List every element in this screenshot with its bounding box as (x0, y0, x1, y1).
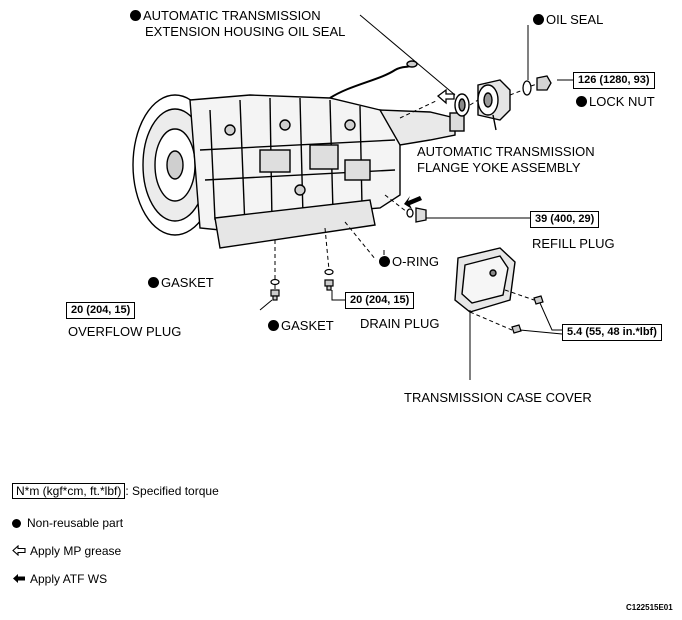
label-flange-yoke-assembly: AUTOMATIC TRANSMISSION FLANGE YOKE ASSEM… (417, 144, 595, 175)
torque-drain-plug: 20 (204, 15) (345, 292, 415, 309)
legend-non-reusable: Non-reusable part (12, 516, 123, 531)
label-oil-seal: OIL SEAL (533, 12, 603, 28)
legend-mp-grease: Apply MP grease (12, 544, 121, 559)
non-reusable-bullet-icon (268, 320, 279, 331)
legend-torque-text: : Specified torque (125, 484, 219, 498)
torque-overflow-plug: 20 (204, 15) (66, 302, 136, 319)
legend-atf: Apply ATF WS (12, 572, 107, 587)
label-extension-housing-oil-seal: AUTOMATIC TRANSMISSION EXTENSION HOUSING… (130, 8, 345, 40)
non-reusable-bullet-icon (533, 14, 544, 25)
refill-plug (406, 207, 427, 223)
mp-grease-arrow-icon (436, 88, 455, 105)
label-refill-plug: REFILL PLUG (532, 236, 615, 251)
non-reusable-bullet-icon (148, 277, 159, 288)
non-reusable-bullet-icon (12, 519, 21, 528)
label-gasket-drain: GASKET (268, 318, 334, 334)
label-gasket-overflow: GASKET (148, 275, 214, 291)
leader-lines (259, 14, 573, 380)
torque-lock-nut: 126 (1280, 93) (573, 72, 655, 89)
legend-torque: N*m (kgf*cm, ft.*lbf): Specified torque (12, 483, 219, 499)
torque-refill-plug: 39 (400, 29) (530, 211, 600, 228)
atf-arrow-icon (13, 574, 25, 583)
label-overflow-plug: OVERFLOW PLUG (68, 324, 182, 339)
label-transmission-case-cover: TRANSMISSION CASE COVER (404, 390, 592, 405)
non-reusable-bullet-icon (130, 10, 141, 21)
overflow-gasket (270, 278, 280, 286)
non-reusable-bullet-icon (576, 96, 587, 107)
transmission-assembly (132, 60, 465, 249)
mp-grease-arrow-icon (12, 544, 26, 557)
legend-torque-unit: N*m (kgf*cm, ft.*lbf) (12, 483, 126, 499)
label-lock-nut: LOCK NUT (576, 94, 655, 110)
overflow-plug (270, 289, 280, 301)
drain-gasket (324, 268, 334, 276)
figure-code: C122515E01 (626, 603, 673, 612)
oil-seal (522, 80, 532, 96)
case-cover-bolts (511, 295, 544, 334)
extension-housing-oil-seal (454, 93, 470, 117)
lock-nut (536, 75, 552, 91)
flange-yoke-assembly (477, 79, 511, 131)
torque-case-cover: 5.4 (55, 48 in.*lbf) (562, 324, 662, 341)
label-o-ring: O-RING (379, 254, 439, 270)
non-reusable-bullet-icon (379, 256, 390, 267)
drain-plug (324, 279, 334, 291)
dashed-lines (274, 83, 538, 331)
transmission-case-cover (454, 247, 516, 313)
atf-arrow-icon (404, 196, 422, 209)
label-drain-plug: DRAIN PLUG (360, 316, 440, 331)
